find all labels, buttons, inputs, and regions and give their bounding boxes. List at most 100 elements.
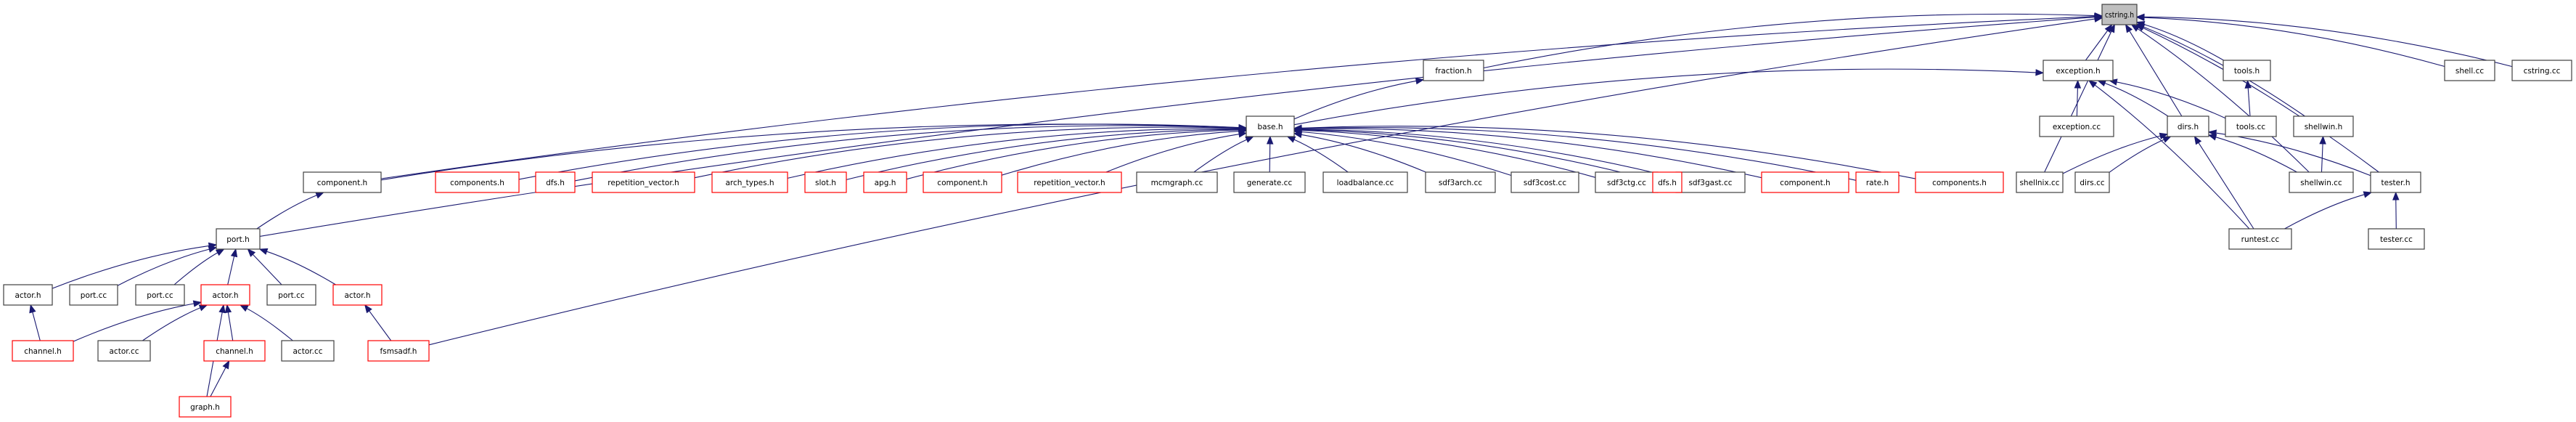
- node-rate-h[interactable]: rate.h: [1855, 171, 1900, 193]
- node-box[interactable]: [863, 171, 907, 193]
- node-port-cc[interactable]: port.cc: [266, 284, 316, 306]
- node-component-h[interactable]: component.h: [1761, 171, 1849, 193]
- node-box[interactable]: [2225, 115, 2277, 137]
- node-sdf3gast-cc[interactable]: sdf3gast.cc: [1675, 171, 1746, 193]
- node-box[interactable]: [2228, 228, 2292, 250]
- node-exception-h[interactable]: exception.h: [2043, 60, 2114, 81]
- node-box[interactable]: [2444, 60, 2495, 81]
- node-box[interactable]: [2074, 171, 2110, 193]
- node-box[interactable]: [367, 340, 430, 362]
- node-actor-h[interactable]: actor.h: [332, 284, 383, 306]
- node-box[interactable]: [2511, 60, 2572, 81]
- node-box[interactable]: [12, 340, 74, 362]
- node-components-h[interactable]: components.h: [1915, 171, 2004, 193]
- node-box[interactable]: [804, 171, 847, 193]
- node-box[interactable]: [711, 171, 788, 193]
- node-box[interactable]: [1423, 60, 1484, 81]
- node-box[interactable]: [1136, 171, 1218, 193]
- node-box[interactable]: [923, 171, 1002, 193]
- node-port-h[interactable]: port.h: [216, 228, 261, 250]
- node-box[interactable]: [592, 171, 695, 193]
- node-components-h[interactable]: components.h: [435, 171, 520, 193]
- node-box[interactable]: [1855, 171, 1900, 193]
- node-box[interactable]: [3, 284, 53, 306]
- node-box[interactable]: [1322, 171, 1408, 193]
- node-component-h[interactable]: component.h: [303, 171, 382, 193]
- node-box[interactable]: [1246, 115, 1295, 137]
- node-dfs-h[interactable]: dfs.h: [1652, 171, 1682, 193]
- node-box[interactable]: [303, 171, 382, 193]
- node-box[interactable]: [1510, 171, 1579, 193]
- node-fraction-h[interactable]: fraction.h: [1423, 60, 1484, 81]
- node-tester-h[interactable]: tester.h: [2370, 171, 2421, 193]
- node-dirs-h[interactable]: dirs.h: [2167, 115, 2209, 137]
- node-box[interactable]: [2370, 171, 2421, 193]
- node-box[interactable]: [1425, 171, 1496, 193]
- node-port-cc[interactable]: port.cc: [69, 284, 118, 306]
- node-box[interactable]: [1915, 171, 2004, 193]
- node-sdf3arch-cc[interactable]: sdf3arch.cc: [1425, 171, 1496, 193]
- node-box[interactable]: [203, 340, 266, 362]
- node-box[interactable]: [1233, 171, 1306, 193]
- node-dfs-h[interactable]: dfs.h: [535, 171, 576, 193]
- node-actor-h[interactable]: actor.h: [3, 284, 53, 306]
- node-box[interactable]: [2368, 228, 2425, 250]
- node-box[interactable]: [97, 340, 151, 362]
- node-box[interactable]: [2167, 115, 2209, 137]
- node-actor-cc[interactable]: actor.cc: [97, 340, 151, 362]
- node-actor-cc[interactable]: actor.cc: [281, 340, 335, 362]
- node-base-h[interactable]: base.h: [1246, 115, 1295, 137]
- node-box[interactable]: [2289, 171, 2354, 193]
- node-component-h[interactable]: component.h: [923, 171, 1002, 193]
- node-actor-h[interactable]: actor.h: [200, 284, 250, 306]
- node-sdf3cost-cc[interactable]: sdf3cost.cc: [1510, 171, 1579, 193]
- node-apg-h[interactable]: apg.h: [863, 171, 907, 193]
- node-box[interactable]: [200, 284, 250, 306]
- node-box[interactable]: [2293, 115, 2354, 137]
- node-box[interactable]: [1761, 171, 1849, 193]
- node-box[interactable]: [2039, 115, 2114, 137]
- node-box[interactable]: [435, 171, 520, 193]
- node-graph-h[interactable]: graph.h: [179, 396, 232, 418]
- node-port-cc[interactable]: port.cc: [135, 284, 185, 306]
- node-sdf3ctg-cc[interactable]: sdf3ctg.cc: [1595, 171, 1659, 193]
- node-box[interactable]: [266, 284, 316, 306]
- node-slot-h[interactable]: slot.h: [804, 171, 847, 193]
- node-shell-cc[interactable]: shell.cc: [2444, 60, 2495, 81]
- node-dirs-cc[interactable]: dirs.cc: [2074, 171, 2110, 193]
- node-box[interactable]: [216, 228, 261, 250]
- node-tools-h[interactable]: tools.h: [2223, 60, 2271, 81]
- node-cstring-h[interactable]: cstring.h: [2101, 4, 2138, 25]
- node-box[interactable]: [281, 340, 335, 362]
- node-channel-h[interactable]: channel.h: [12, 340, 74, 362]
- node-tools-cc[interactable]: tools.cc: [2225, 115, 2277, 137]
- node-box[interactable]: [1595, 171, 1659, 193]
- node-repetition-vector-h[interactable]: repetition_vector.h: [592, 171, 695, 193]
- node-tester-cc[interactable]: tester.cc: [2368, 228, 2425, 250]
- node-box[interactable]: [2016, 171, 2064, 193]
- node-box[interactable]: [2043, 60, 2114, 81]
- node-shellwin-h[interactable]: shellwin.h: [2293, 115, 2354, 137]
- node-box[interactable]: [535, 171, 576, 193]
- node-cstring-cc[interactable]: cstring.cc: [2511, 60, 2572, 81]
- node-shellnix-cc[interactable]: shellnix.cc: [2016, 171, 2064, 193]
- node-channel-h[interactable]: channel.h: [203, 340, 266, 362]
- node-box[interactable]: [1017, 171, 1122, 193]
- node-repetition-vector-h[interactable]: repetition_vector.h: [1017, 171, 1122, 193]
- node-arch-types-h[interactable]: arch_types.h: [711, 171, 788, 193]
- node-box[interactable]: [179, 396, 232, 418]
- node-box[interactable]: [1675, 171, 1746, 193]
- node-exception-cc[interactable]: exception.cc: [2039, 115, 2114, 137]
- node-box[interactable]: [2223, 60, 2271, 81]
- node-box[interactable]: [1652, 171, 1682, 193]
- node-runtest-cc[interactable]: runtest.cc: [2228, 228, 2292, 250]
- node-box[interactable]: [2101, 4, 2138, 25]
- node-box[interactable]: [135, 284, 185, 306]
- node-fsmsadf-h[interactable]: fsmsadf.h: [367, 340, 430, 362]
- node-loadbalance-cc[interactable]: loadbalance.cc: [1322, 171, 1408, 193]
- node-mcmgraph-cc[interactable]: mcmgraph.cc: [1136, 171, 1218, 193]
- node-box[interactable]: [332, 284, 383, 306]
- node-box[interactable]: [69, 284, 118, 306]
- node-generate-cc[interactable]: generate.cc: [1233, 171, 1306, 193]
- node-shellwin-cc[interactable]: shellwin.cc: [2289, 171, 2354, 193]
